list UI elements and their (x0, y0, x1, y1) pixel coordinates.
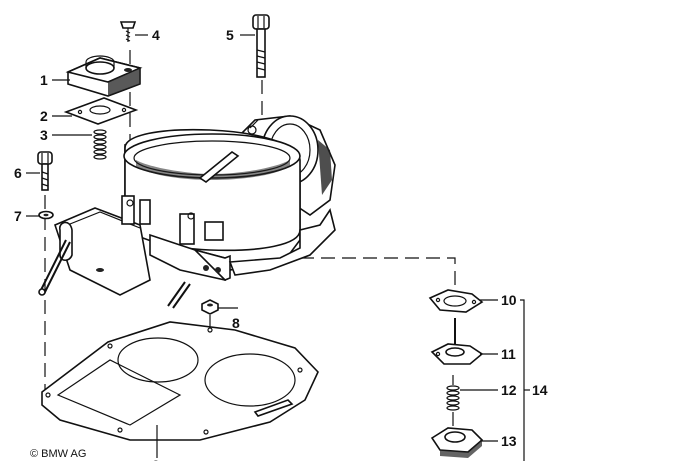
carburettor-body (38, 115, 336, 309)
part-9-flange-gasket (41, 321, 319, 441)
label-9: 9 (152, 457, 160, 461)
part-6-screw (37, 151, 53, 191)
part-1-cover (65, 55, 143, 97)
part-10-plate (428, 289, 484, 313)
label-2: 2 (40, 108, 48, 124)
part-2-gasket (63, 97, 139, 125)
label-10: 10 (501, 292, 517, 308)
label-6: 6 (14, 165, 22, 181)
label-11: 11 (501, 346, 516, 362)
copyright-notice: © BMW AG (30, 448, 86, 460)
label-4: 4 (152, 27, 160, 43)
part-7-washer (38, 210, 54, 220)
label-1: 1 (40, 72, 48, 88)
part-4-screw (119, 21, 137, 42)
label-8: 8 (232, 315, 240, 331)
part-11-diaphragm (430, 318, 484, 365)
label-7: 7 (14, 208, 22, 224)
label-3: 3 (40, 127, 48, 143)
callout-labels: 4 5 1 2 3 6 7 8 9 10 11 12 13 14 (14, 27, 548, 461)
part-13-cover-cap (430, 427, 484, 458)
part-3-spring (93, 129, 107, 160)
label-12: 12 (501, 382, 517, 398)
part-12-spring (446, 385, 460, 411)
label-14: 14 (532, 382, 548, 398)
label-5: 5 (226, 27, 234, 43)
part-5-bolt (252, 14, 270, 78)
part-8-nut (201, 299, 219, 315)
label-13: 13 (501, 433, 517, 449)
leader-lines (26, 34, 530, 461)
